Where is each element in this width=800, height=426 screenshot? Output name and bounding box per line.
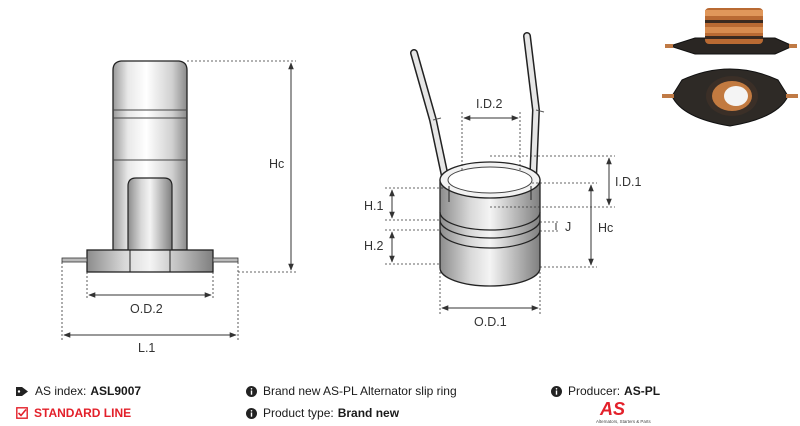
ring-body bbox=[439, 179, 541, 287]
product-photo-top bbox=[665, 8, 797, 55]
j-label: J bbox=[565, 220, 571, 234]
l1-label: L.1 bbox=[138, 341, 155, 355]
as-index: AS index: ASL9007 bbox=[16, 384, 141, 398]
hc-label: Hc bbox=[269, 157, 284, 171]
product-type: Product type: Brand new bbox=[246, 406, 399, 420]
as-index-label: AS index: bbox=[35, 384, 87, 398]
description-text: Brand new AS-PL Alternator slip ring bbox=[263, 384, 457, 398]
slot bbox=[127, 177, 173, 250]
od1-label: O.D.1 bbox=[474, 315, 507, 329]
lead-right bbox=[212, 257, 239, 263]
perspective-view: I.D.2 I.D.1 Hc J H.1 H.2 O.D.1 bbox=[364, 32, 641, 329]
product-photo-bottom bbox=[662, 68, 798, 127]
checkbox-icon bbox=[16, 407, 28, 419]
info-icon bbox=[551, 385, 562, 397]
standard-line: STANDARD LINE bbox=[16, 406, 131, 420]
product-type-label: Product type: bbox=[263, 406, 334, 420]
logo-mark: AS bbox=[599, 399, 625, 419]
side-view: Hc O.D.2 L.1 bbox=[61, 60, 296, 355]
id1-label: I.D.1 bbox=[615, 175, 641, 189]
id2-label: I.D.2 bbox=[476, 97, 502, 111]
base-plate bbox=[86, 249, 214, 273]
producer-label: Producer: bbox=[568, 384, 621, 398]
info-icon bbox=[246, 407, 257, 419]
h2-label: H.2 bbox=[364, 239, 384, 253]
standard-line-label: STANDARD LINE bbox=[34, 406, 132, 420]
od2-label: O.D.2 bbox=[130, 302, 163, 316]
producer-value: AS-PL bbox=[624, 384, 661, 398]
product-type-value: Brand new bbox=[337, 406, 400, 420]
as-pl-logo: AS Alternators, Starters & Parts bbox=[596, 399, 651, 424]
description: Brand new AS-PL Alternator slip ring bbox=[246, 384, 457, 398]
lead-left bbox=[61, 257, 88, 263]
as-index-value: ASL9007 bbox=[90, 384, 142, 398]
technical-drawing: Hc O.D.2 L.1 I.D.2 bbox=[61, 32, 641, 355]
producer: Producer: AS-PL bbox=[551, 384, 660, 398]
logo-tagline: Alternators, Starters & Parts bbox=[596, 419, 651, 424]
hc-right-label: Hc bbox=[598, 221, 613, 235]
info-icon bbox=[246, 385, 257, 397]
tag-icon bbox=[16, 386, 28, 396]
h1-label: H.1 bbox=[364, 199, 384, 213]
